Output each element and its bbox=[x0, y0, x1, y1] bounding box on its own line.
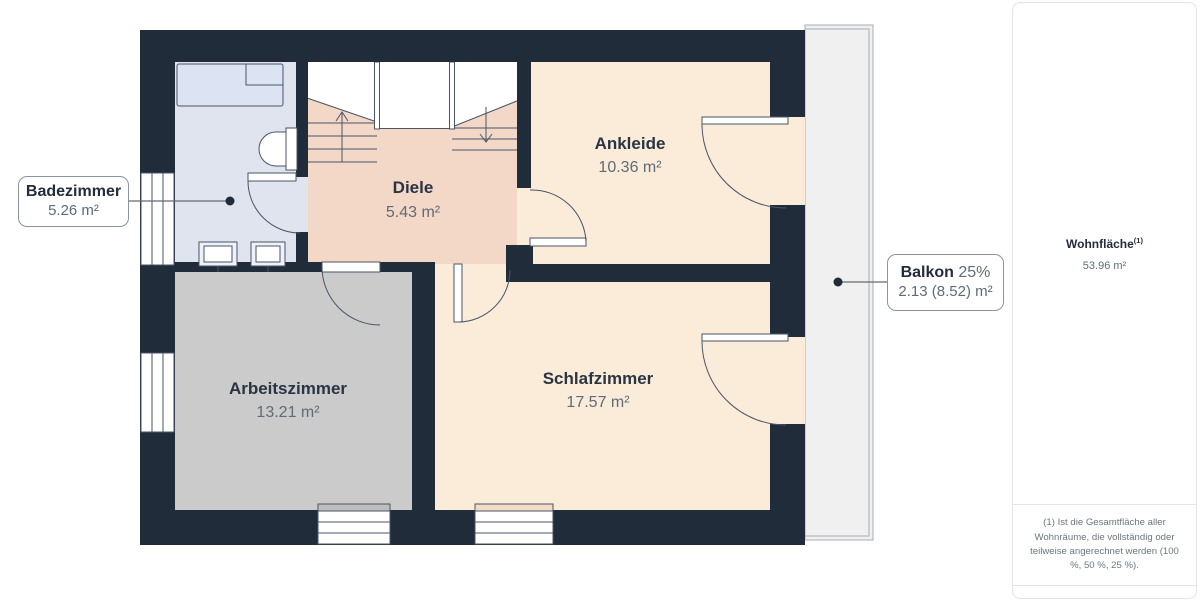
door-balcony-ankleide bbox=[701, 116, 789, 209]
footnote-marker: (1) bbox=[1133, 235, 1143, 245]
room-label-schlafzimmer: Schlafzimmer bbox=[543, 369, 654, 388]
staircase-up bbox=[306, 97, 378, 163]
room-area-arbeitszimmer: 13.21 m² bbox=[256, 404, 320, 421]
door-arbeitszimmer bbox=[321, 261, 381, 326]
badezimmer-anchor-dot bbox=[225, 196, 235, 206]
doors bbox=[247, 116, 789, 426]
door-bathroom bbox=[247, 172, 301, 234]
living-area-title: Wohnfläche(1) bbox=[1066, 235, 1143, 251]
stairwell-void bbox=[307, 62, 517, 129]
room-area-ankleide: 10.36 m² bbox=[598, 159, 662, 176]
windows bbox=[140, 172, 554, 545]
living-area-value: 53.96 m² bbox=[1082, 259, 1127, 272]
balkon-callout-name: Balkon 25% bbox=[900, 264, 991, 282]
sidebar-empty-section bbox=[1013, 586, 1196, 598]
room-label-arbeitszimmer: Arbeitszimmer bbox=[229, 379, 347, 398]
badezimmer-callout-name: Badezimmer bbox=[25, 183, 122, 201]
room-area-schlafzimmer: 17.57 m² bbox=[566, 394, 630, 411]
room-area-diele: 5.43 m² bbox=[386, 204, 441, 221]
balkon-anchor-dot bbox=[833, 277, 843, 287]
sidebar-panel: Wohnfläche(1) 53.96 m² (1) Ist die Gesam… bbox=[1012, 2, 1197, 599]
balkon-callout: Balkon 25% 2.13 (8.52) m² bbox=[887, 254, 1004, 311]
badezimmer-callout-area: 5.26 m² bbox=[48, 202, 99, 220]
sink bbox=[250, 241, 286, 272]
badezimmer-callout: Badezimmer 5.26 m² bbox=[18, 176, 129, 227]
door-balcony-schlafzimmer bbox=[701, 333, 789, 426]
toilet bbox=[258, 127, 298, 171]
window-work-left bbox=[140, 352, 175, 433]
window-work-bottom bbox=[317, 503, 391, 545]
bathtub bbox=[176, 63, 284, 107]
walls bbox=[140, 30, 805, 545]
balkon-callout-percent: 25% bbox=[958, 264, 991, 282]
sink bbox=[198, 241, 238, 272]
floorplan-drawing: Diele 5.43 m² Ankleide 10.36 m² Arbeitsz… bbox=[128, 24, 887, 545]
room-label-ankleide: Ankleide bbox=[595, 134, 666, 153]
window-sleep-bottom bbox=[474, 503, 554, 545]
room-floors bbox=[175, 62, 805, 510]
room-label-diele: Diele bbox=[393, 178, 434, 197]
living-area-summary: Wohnfläche(1) 53.96 m² bbox=[1013, 3, 1196, 505]
window-bath-left bbox=[140, 172, 175, 266]
balkon-callout-area: 2.13 (8.52) m² bbox=[898, 283, 993, 301]
door-ankleide bbox=[529, 189, 587, 247]
bath-fixtures bbox=[176, 63, 298, 272]
door-schlafzimmer bbox=[453, 263, 511, 323]
footnote-section: (1) Ist die Gesamtfläche aller Wohnräume… bbox=[1013, 505, 1196, 586]
wall-openings bbox=[296, 117, 805, 424]
staircase-down bbox=[451, 100, 518, 151]
room-arbeitszimmer bbox=[175, 263, 435, 510]
callout-leaders bbox=[128, 196, 887, 287]
footnote-text: (1) Ist die Gesamtfläche aller Wohnräume… bbox=[1030, 517, 1179, 572]
